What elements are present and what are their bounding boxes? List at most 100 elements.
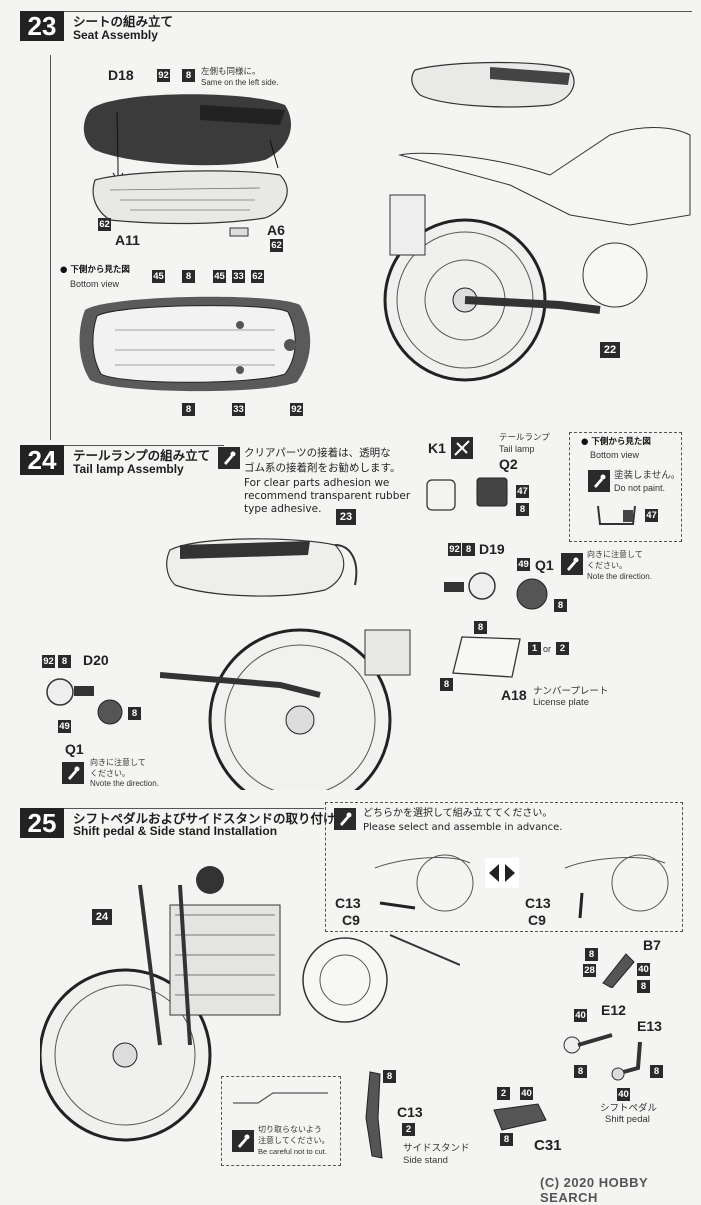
b7-footpeg-illustration — [602, 953, 635, 988]
bv-color-45-b: 45 — [213, 270, 226, 283]
frame-ref-22: 22 — [600, 342, 620, 358]
bv-right-color-92: 92 — [290, 403, 303, 416]
tail-bottom-part-illustration — [597, 505, 636, 525]
clear-note-en-1: For clear parts adhesion we — [244, 477, 390, 489]
part-E13: E13 — [637, 1018, 662, 1034]
brush-icon-3 — [561, 553, 583, 575]
bottom-view-title-en: Bottom view — [70, 279, 120, 289]
direction-note-jp-2: ください。 — [587, 561, 627, 570]
seat-ref-23: 23 — [336, 509, 356, 525]
brush-icon-6 — [232, 1130, 254, 1152]
brush-icon-4 — [62, 762, 84, 784]
step-23-title-jp: シートの組み立て — [73, 14, 174, 29]
clear-note-jp-2: ゴム系の接着剤をお勧めします。 — [244, 462, 401, 474]
cut-caution-box — [221, 1076, 341, 1166]
select-note-en: Please select and assemble in advance. — [363, 822, 563, 833]
shift-pedal-jp: シフトペダル — [600, 1103, 658, 1114]
direction-note-en: Note the direction. — [587, 572, 652, 581]
part-A6: A6 — [267, 222, 285, 238]
cut-caution-en: Be careful not to cut. — [258, 1147, 327, 1156]
seat-bottom-view-illustration — [79, 296, 311, 392]
stand-color-8: 8 — [383, 1070, 396, 1083]
clear-note-jp-1: クリアパーツの接着は、透明な — [244, 447, 391, 459]
brush-icon — [218, 447, 240, 469]
no-paint-en: Do not paint. — [614, 483, 666, 493]
bv-bottom-color-33: 33 — [232, 403, 245, 416]
tail-bottom-view-box — [569, 432, 682, 542]
left-direction-note-en: Nvote the direction. — [90, 779, 159, 788]
step-25-title-jp: シフトペダルおよびサイドスタンドの取り付け — [73, 811, 336, 826]
b7-color-40: 40 — [637, 963, 650, 976]
part-E12: E12 — [601, 1002, 626, 1018]
left-color-8: 8 — [58, 655, 71, 668]
part-D18: D18 — [108, 67, 134, 83]
clear-note-en-3: type adhesive. — [244, 503, 322, 515]
c31-color-40: 40 — [520, 1087, 533, 1100]
c31-color-8: 8 — [500, 1133, 513, 1146]
brush-icon-5 — [334, 808, 356, 830]
option-b-C13: C13 — [525, 895, 551, 911]
select-note-jp: どちらかを選択して組み立ててください。 — [363, 808, 553, 819]
side-stand-illustration — [365, 1071, 383, 1159]
step-23-top-rule — [64, 11, 692, 12]
part-A18: A18 — [501, 687, 527, 703]
step-23-side-line — [50, 55, 51, 440]
part-K1: K1 — [428, 440, 446, 456]
bv-color-47: 47 — [645, 509, 658, 522]
clear-part-icon — [451, 437, 473, 459]
q1-color-49: 49 — [517, 558, 530, 571]
same-left-side-note-en: Same on the left side. — [201, 78, 279, 87]
bv-color-8: 8 — [182, 270, 195, 283]
same-left-side-note-jp: 左側も同様に。 — [201, 67, 261, 77]
plate-color-2: 2 — [556, 642, 569, 655]
step-25-title-en: Shift pedal & Side stand Installation — [73, 824, 278, 838]
e12-part-illustration — [563, 1033, 613, 1054]
brush-icon-2 — [588, 470, 610, 492]
step-24-top-rule — [64, 445, 224, 446]
bv-color-33: 33 — [232, 270, 245, 283]
ref-24: 24 — [92, 909, 112, 925]
option-a-C13: C13 — [335, 895, 361, 911]
shift-pedal-en: Shift pedal — [605, 1114, 650, 1125]
option-b-illustration — [564, 854, 669, 918]
license-plate-jp: ナンバープレート — [533, 686, 609, 697]
left-color-49: 49 — [58, 720, 71, 733]
step-25-top-rule — [64, 808, 324, 809]
turn-signal-left-illustration — [46, 678, 123, 725]
c31-part-illustration — [493, 1103, 547, 1131]
tail-lamp-jp: テールランプ — [499, 433, 550, 443]
left-color-92: 92 — [42, 655, 55, 668]
option-a-illustration — [374, 854, 474, 912]
seat-assembly-illustration — [83, 94, 291, 237]
plate-color-8: 8 — [474, 621, 487, 634]
color-8: 8 — [182, 69, 195, 82]
bv-color-62: 62 — [251, 270, 264, 283]
part-D20: D20 — [83, 652, 109, 668]
cut-caution-jp-1: 切り取らないよう — [258, 1125, 322, 1134]
bottom-view-title-jp: ● 下側から見た図 — [60, 265, 130, 275]
left-direction-note-jp-1: 向きに注意して — [90, 758, 146, 767]
turn-signal-right-illustration — [444, 572, 548, 610]
b7-color-28: 28 — [583, 964, 596, 977]
step-24-title-jp: テールランプの組み立て — [73, 448, 211, 463]
step-23-title-en: Seat Assembly — [73, 28, 158, 42]
side-stand-jp: サイドスタンド — [403, 1143, 470, 1154]
left-direction-note-jp-2: ください。 — [90, 769, 130, 778]
e13-color-8: 8 — [650, 1065, 663, 1078]
tail-lamp-illustration — [426, 477, 508, 511]
q1-color-8: 8 — [554, 599, 567, 612]
e12-color-8: 8 — [574, 1065, 587, 1078]
step-24-number: 24 — [20, 445, 64, 475]
plate-or: or — [543, 644, 552, 654]
part-C31: C31 — [534, 1137, 562, 1154]
swap-arrows-icon — [485, 858, 519, 888]
bv-color-45-a: 45 — [152, 270, 165, 283]
b7-color-8b: 8 — [637, 980, 650, 993]
watermark: (C) 2020 HOBBY SEARCH — [540, 1175, 648, 1205]
bv-bottom-color-8: 8 — [182, 403, 195, 416]
motorcycle-front-illustration-25 — [40, 866, 460, 1142]
left-color-8b: 8 — [128, 707, 141, 720]
step-23-number: 23 — [20, 11, 64, 41]
e12-color-40: 40 — [574, 1009, 587, 1022]
no-paint-jp: 塗装しません。 — [614, 470, 681, 481]
